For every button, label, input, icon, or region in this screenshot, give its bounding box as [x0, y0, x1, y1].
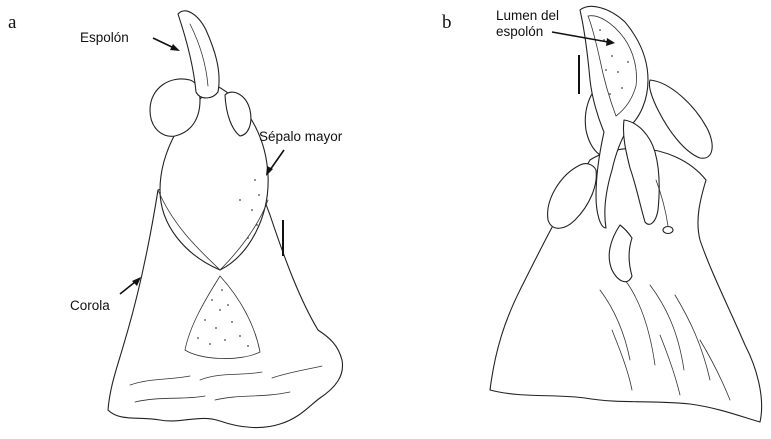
- spur-arrow: [153, 38, 180, 51]
- spur-label: Espolón: [80, 30, 129, 45]
- sepal-arrow: [266, 150, 284, 176]
- panel-b: b: [442, 6, 762, 422]
- right-sepal-b: [649, 80, 712, 158]
- panel-b-letter: b: [442, 12, 452, 33]
- flower-a-drawing: [108, 11, 343, 428]
- panel-a: a: [8, 11, 343, 428]
- sepal-label: Sépalo mayor: [259, 129, 343, 144]
- lumen-label-line1: Lumen del: [496, 8, 559, 23]
- flower-b-drawing: [490, 6, 762, 422]
- corolla-b: [490, 148, 762, 422]
- anther-b: [663, 227, 673, 234]
- corolla-label: Corola: [70, 298, 110, 313]
- lumen-label-line2: espolón: [496, 24, 543, 39]
- panel-a-letter: a: [8, 12, 17, 33]
